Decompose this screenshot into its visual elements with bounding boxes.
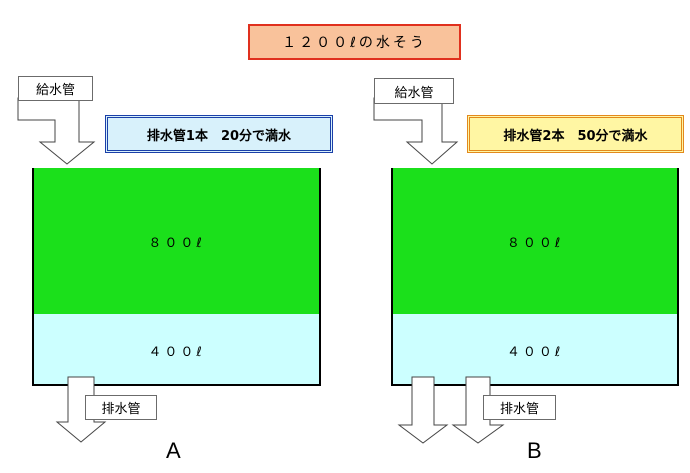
- drain-label-a: 排水管: [85, 395, 157, 420]
- supply-pipe-a-arrow: [17, 97, 96, 165]
- tank-a-bottom-wall: [32, 384, 321, 386]
- tank-a: ８００ℓ ４００ℓ: [32, 168, 321, 386]
- tank-b-lower-water: ４００ℓ: [391, 314, 679, 386]
- tank-b-upper-water: ８００ℓ: [391, 168, 679, 314]
- drain-pipe-b1-arrow: [397, 376, 449, 444]
- tank-a-right-wall: [319, 168, 321, 386]
- drain-pipe-a-arrow: [55, 376, 107, 443]
- drain-label-b: 排水管: [483, 395, 556, 420]
- tank-a-upper-volume: ８００ℓ: [148, 235, 205, 251]
- tank-a-info-box: 排水管1本 20分で満水: [105, 115, 333, 153]
- supply-label-a: 給水管: [18, 76, 93, 101]
- tank-b-bottom-wall: [391, 384, 679, 386]
- supply-pipe-b-arrow: [373, 97, 459, 165]
- supply-label-b: 給水管: [374, 78, 454, 104]
- tank-a-letter: A: [166, 438, 181, 463]
- tank-b-upper-volume: ８００ℓ: [506, 235, 564, 251]
- tank-b: ８００ℓ ４００ℓ: [391, 168, 679, 386]
- tank-a-upper-water: ８００ℓ: [32, 168, 321, 314]
- diagram-title: １２００ℓの水そう: [248, 24, 461, 60]
- tank-a-left-wall: [32, 168, 34, 386]
- tank-b-letter: B: [527, 438, 542, 463]
- tank-b-left-wall: [391, 168, 393, 386]
- tank-a-lower-water: ４００ℓ: [32, 314, 321, 386]
- tank-b-right-wall: [677, 168, 679, 386]
- tank-a-lower-volume: ４００ℓ: [148, 344, 205, 360]
- tank-b-lower-volume: ４００ℓ: [506, 344, 564, 360]
- tank-b-info-box: 排水管2本 50分で満水: [467, 115, 684, 153]
- drain-pipe-b2-arrow: [451, 376, 505, 444]
